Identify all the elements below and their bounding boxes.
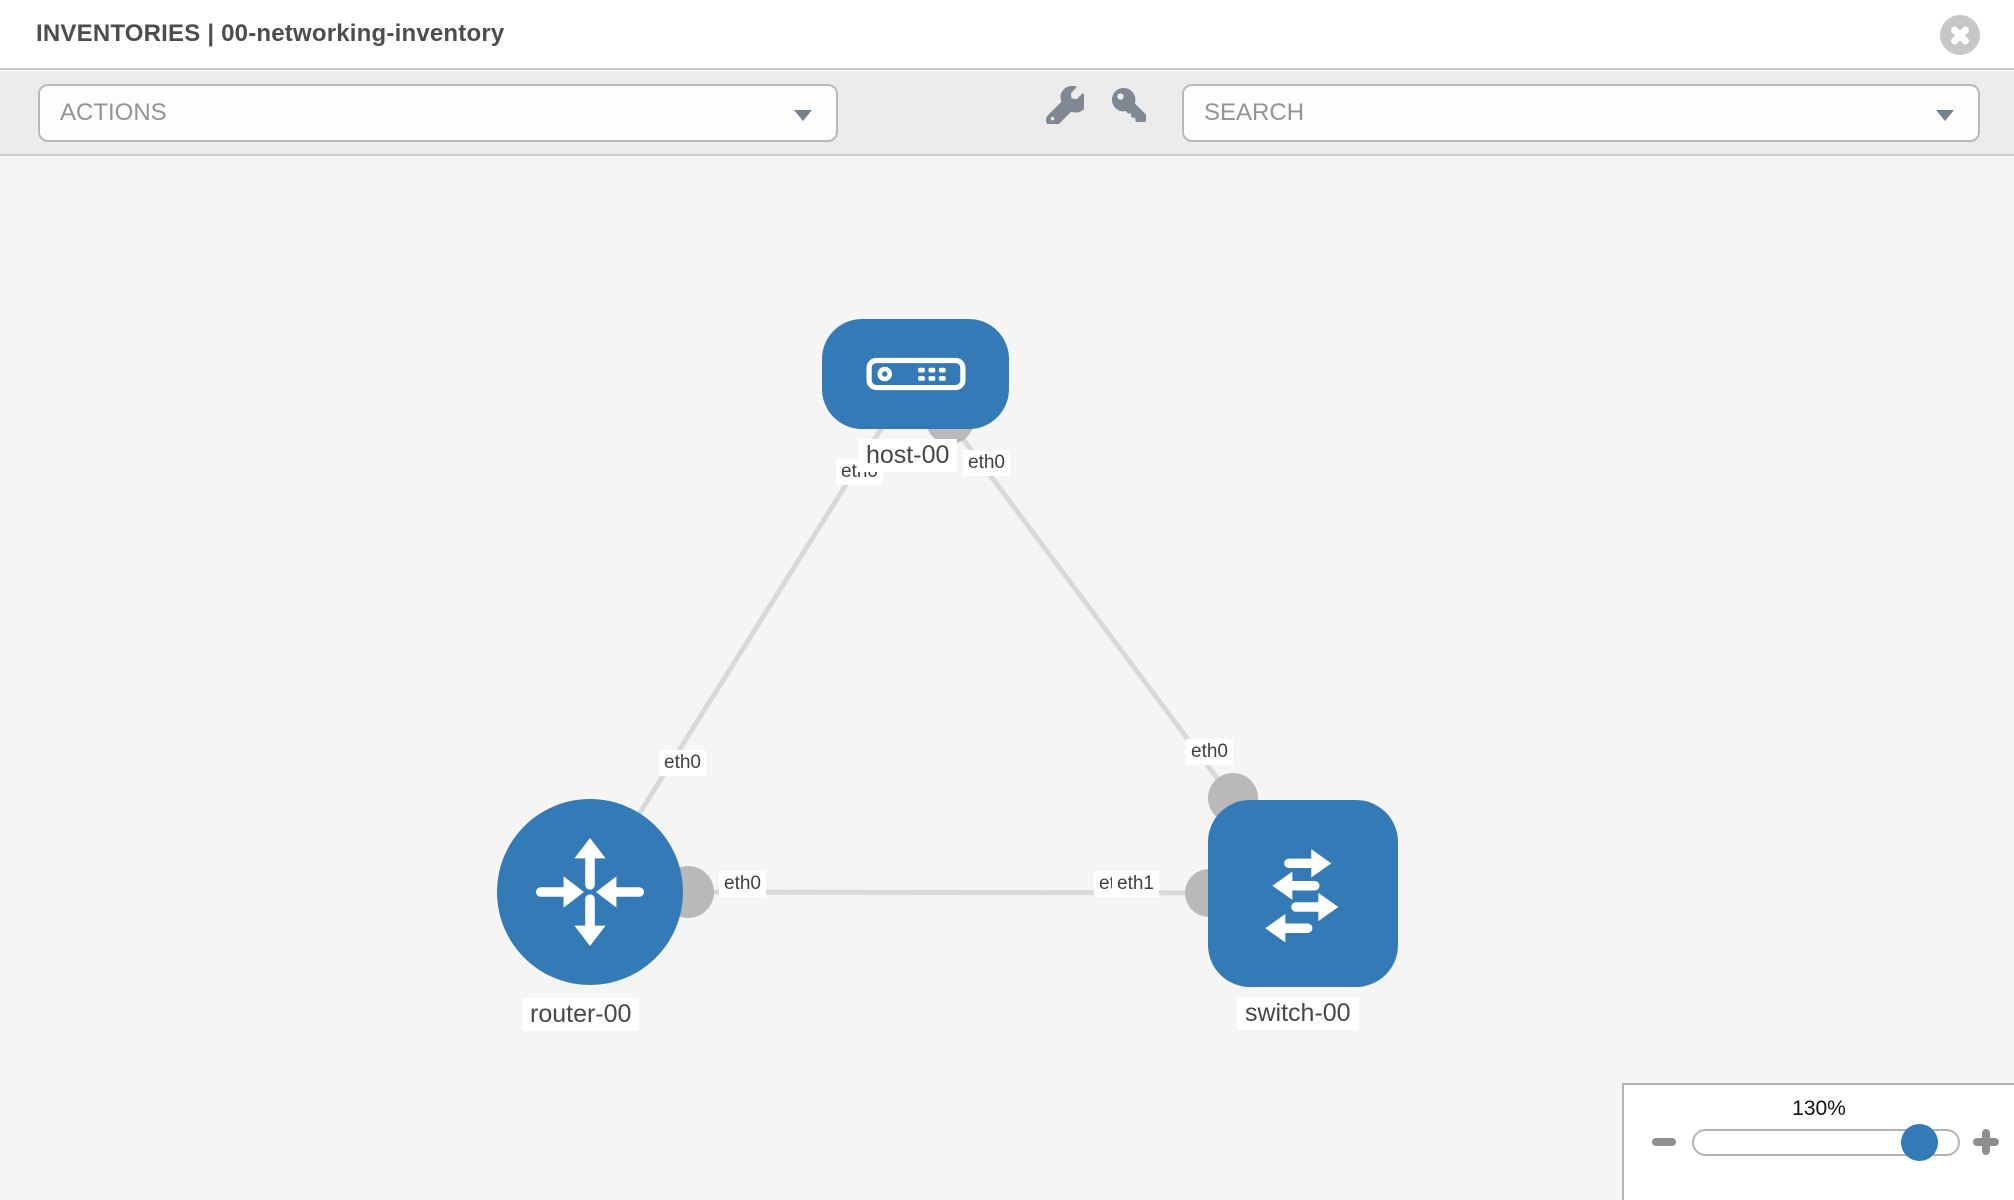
page-title: INVENTORIES | 00-networking-inventory xyxy=(36,20,505,47)
node-label-switch: switch-00 xyxy=(1237,997,1359,1030)
actions-dropdown-label: ACTIONS xyxy=(60,99,167,126)
chevron-down-icon xyxy=(1936,110,1954,121)
server-icon xyxy=(866,357,965,391)
node-router-00[interactable] xyxy=(497,799,683,985)
node-label-host: host-00 xyxy=(858,439,958,472)
node-host-00[interactable] xyxy=(822,319,1009,429)
zoom-slider-thumb[interactable] xyxy=(1901,1124,1938,1161)
topology-canvas[interactable]: eth0 eth0 eth0 eth0 eth0 eth0 eth1 host-… xyxy=(0,158,2014,1200)
interface-label: eth0 xyxy=(1186,739,1233,765)
key-icon[interactable] xyxy=(1112,88,1146,122)
chevron-down-icon xyxy=(794,110,812,121)
interface-label: eth0 xyxy=(719,871,766,897)
topology-links-layer xyxy=(587,373,1306,918)
zoom-in-button[interactable] xyxy=(1973,1129,1999,1155)
close-button[interactable] xyxy=(1940,15,1980,55)
switch-arrows-icon xyxy=(1265,848,1339,942)
zoom-out-button[interactable] xyxy=(1652,1138,1676,1146)
zoom-slider[interactable] xyxy=(1692,1124,1960,1161)
interface-label: eth0 xyxy=(659,750,706,776)
router-arrows-icon xyxy=(536,838,644,946)
plus-icon xyxy=(1982,1129,1990,1155)
node-label-router: router-00 xyxy=(522,998,640,1031)
header: INVENTORIES | 00-networking-inventory xyxy=(0,0,2014,70)
wrench-icon[interactable] xyxy=(1046,86,1084,124)
toolbar: ACTIONS SEARCH xyxy=(0,72,2014,156)
search-dropdown-label: SEARCH xyxy=(1204,99,1305,126)
node-switch-00[interactable] xyxy=(1208,800,1398,987)
zoom-panel: 130% xyxy=(1622,1083,2014,1200)
actions-dropdown[interactable]: ACTIONS xyxy=(38,84,838,142)
search-dropdown[interactable]: SEARCH xyxy=(1182,84,1980,142)
interface-label: eth1 xyxy=(1112,871,1159,897)
interface-label: eth0 xyxy=(963,450,1010,476)
zoom-level: 130% xyxy=(1792,1097,1846,1120)
